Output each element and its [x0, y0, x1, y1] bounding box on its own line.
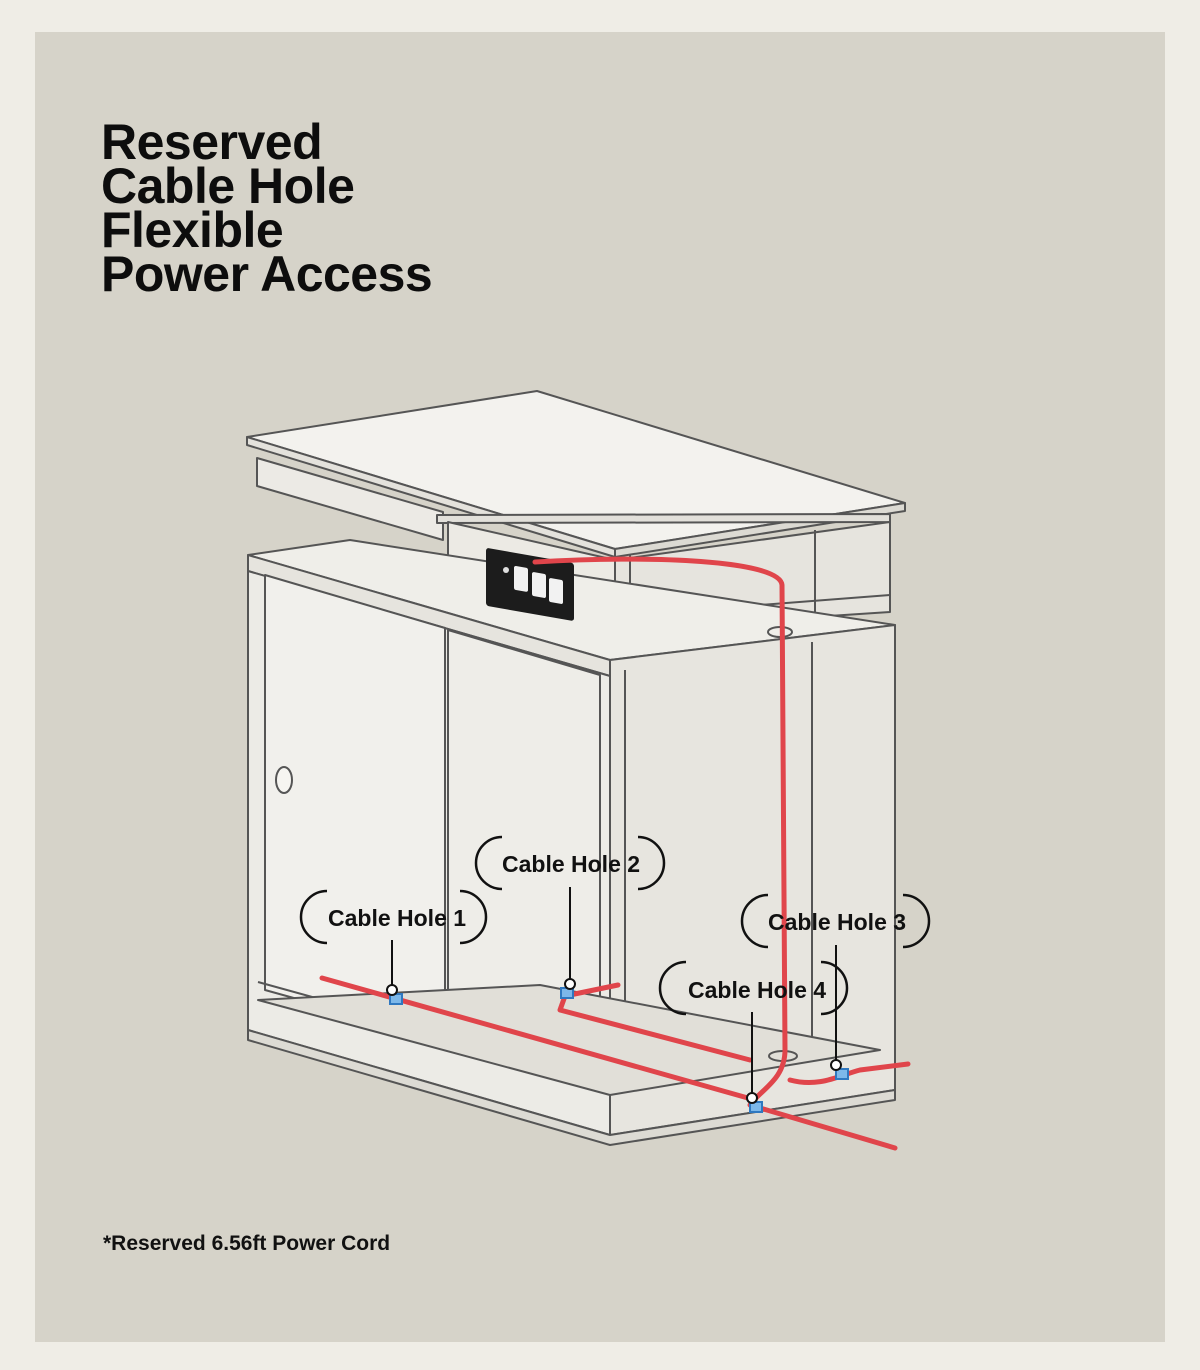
- callout-label-4: Cable Hole 4: [688, 977, 826, 1003]
- callout-2-left-arc: [474, 835, 503, 891]
- power-outlet-strip-icon: [486, 548, 574, 621]
- callout-1-right-arc: [459, 889, 488, 945]
- callout-bubbles: [299, 835, 931, 1016]
- callout-label-2: Cable Hole 2: [502, 851, 640, 877]
- callout-4-left-arc: [658, 960, 687, 1016]
- cable-clip-3: [835, 1068, 849, 1080]
- callout-3-left-arc: [740, 893, 769, 949]
- headline-line-1: Reserved: [101, 114, 323, 170]
- left-sliding-door: [264, 574, 446, 1041]
- headline-line-3: Flexible: [101, 202, 284, 258]
- callout-1-left-arc: [299, 889, 328, 945]
- callout-leaders: [386, 887, 842, 1104]
- cabinet-plinth: [247, 1029, 896, 1146]
- leader-dot-1: [386, 984, 398, 996]
- callout-2-right-arc: [637, 835, 666, 891]
- callout-3-right-arc: [902, 893, 931, 949]
- headline-line-2: Cable Hole: [101, 158, 355, 214]
- finger-pull-icon: [275, 766, 293, 794]
- callout-label-3: Cable Hole 3: [768, 909, 906, 935]
- power-cord-footnote: *Reserved 6.56ft Power Cord: [103, 1232, 391, 1255]
- callout-4-right-arc: [820, 960, 849, 1016]
- headline-line-4: Power Access: [101, 246, 433, 302]
- leader-dot-3: [830, 1059, 842, 1071]
- headline: Reserved Cable Hole Flexible Power Acces…: [101, 114, 433, 302]
- leader-dot-4: [746, 1092, 758, 1104]
- leader-dot-2: [564, 978, 576, 990]
- drawer-front-right: [436, 513, 891, 524]
- cabinet-bottom-panel: [257, 984, 881, 1096]
- drawer-front: [256, 457, 444, 541]
- callout-label-1: Cable Hole 1: [328, 905, 466, 931]
